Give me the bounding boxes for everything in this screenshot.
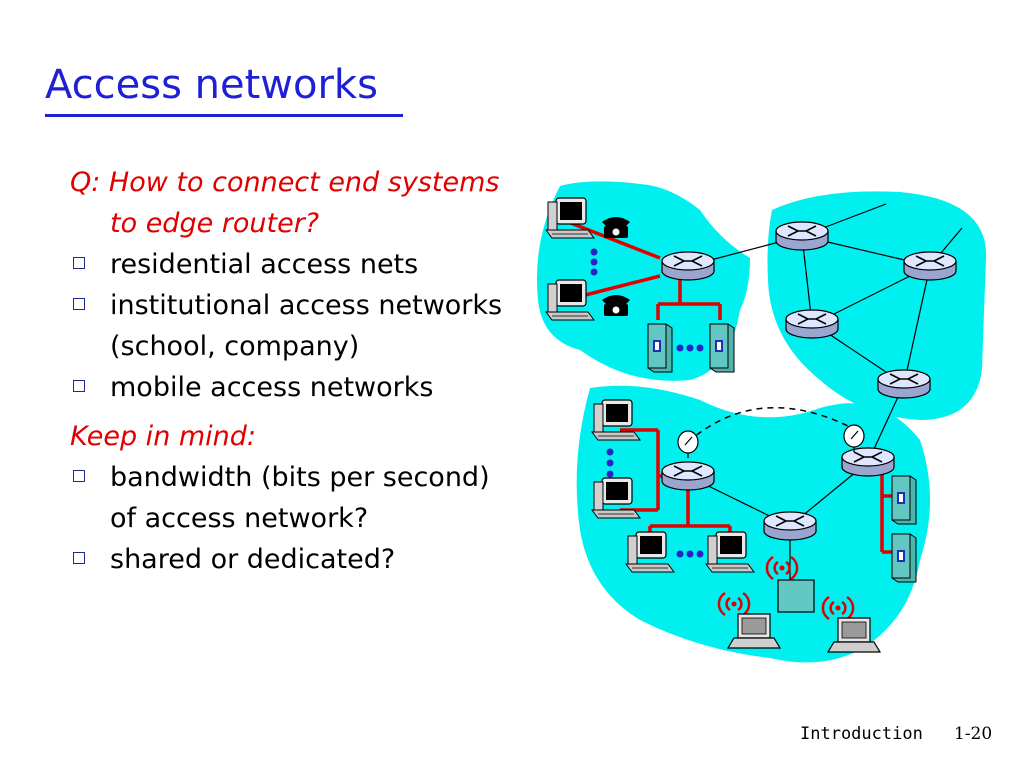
ellipsis-dots xyxy=(590,248,598,276)
telephone-icon xyxy=(602,295,630,316)
bullet-text: shared or dedicated? xyxy=(110,544,396,575)
bullet-item: bandwidth (bits per second) of access ne… xyxy=(70,457,520,539)
bullet-item: shared or dedicated? xyxy=(70,539,520,580)
square-bullet-icon xyxy=(73,552,85,564)
ellipsis-dots xyxy=(676,344,704,352)
router-icon xyxy=(877,369,931,399)
square-bullet-icon xyxy=(73,298,85,310)
question-text: Q: How to connect end systems to edge ro… xyxy=(70,167,500,239)
router-icon xyxy=(763,511,817,541)
square-bullet-icon xyxy=(73,257,85,269)
server-icon xyxy=(709,323,735,373)
bullet-item: institutional access networks (school, c… xyxy=(70,285,520,367)
telephone-icon xyxy=(602,217,630,238)
bullet-item: residential access nets xyxy=(70,244,520,285)
bullet-text: bandwidth (bits per second) of access ne… xyxy=(110,462,490,534)
bullet-text: institutional access networks (school, c… xyxy=(110,290,503,362)
square-bullet-icon xyxy=(73,380,85,392)
server-icon xyxy=(891,475,917,525)
router-icon xyxy=(841,447,895,477)
ellipsis-dots xyxy=(606,448,614,478)
access-network-diagram xyxy=(536,181,987,663)
server-icon xyxy=(647,323,673,373)
router-icon xyxy=(903,251,957,281)
institutional-region xyxy=(576,385,930,663)
square-bullet-icon xyxy=(73,470,85,482)
router-icon xyxy=(661,251,715,281)
access-point-icon xyxy=(777,579,815,613)
bullet-text: residential access nets xyxy=(110,249,419,280)
bullet-item: mobile access networks xyxy=(70,367,520,408)
title-underline xyxy=(45,114,403,117)
server-icon xyxy=(891,533,917,583)
router-icon xyxy=(775,221,829,251)
slide-title: Access networks xyxy=(45,62,378,108)
footer-page-number: 1-20 xyxy=(954,724,993,744)
core-region xyxy=(767,191,987,420)
router-icon xyxy=(785,309,839,339)
ellipsis-dots xyxy=(676,550,704,558)
keep-in-mind-heading: Keep in mind: xyxy=(70,421,257,452)
footer-section-label: Introduction xyxy=(800,724,923,744)
router-icon xyxy=(661,461,715,491)
slide-text-body: Q: How to connect end systems to edge ro… xyxy=(70,162,520,580)
bullet-text: mobile access networks xyxy=(110,372,434,403)
satellite-link xyxy=(687,406,857,443)
